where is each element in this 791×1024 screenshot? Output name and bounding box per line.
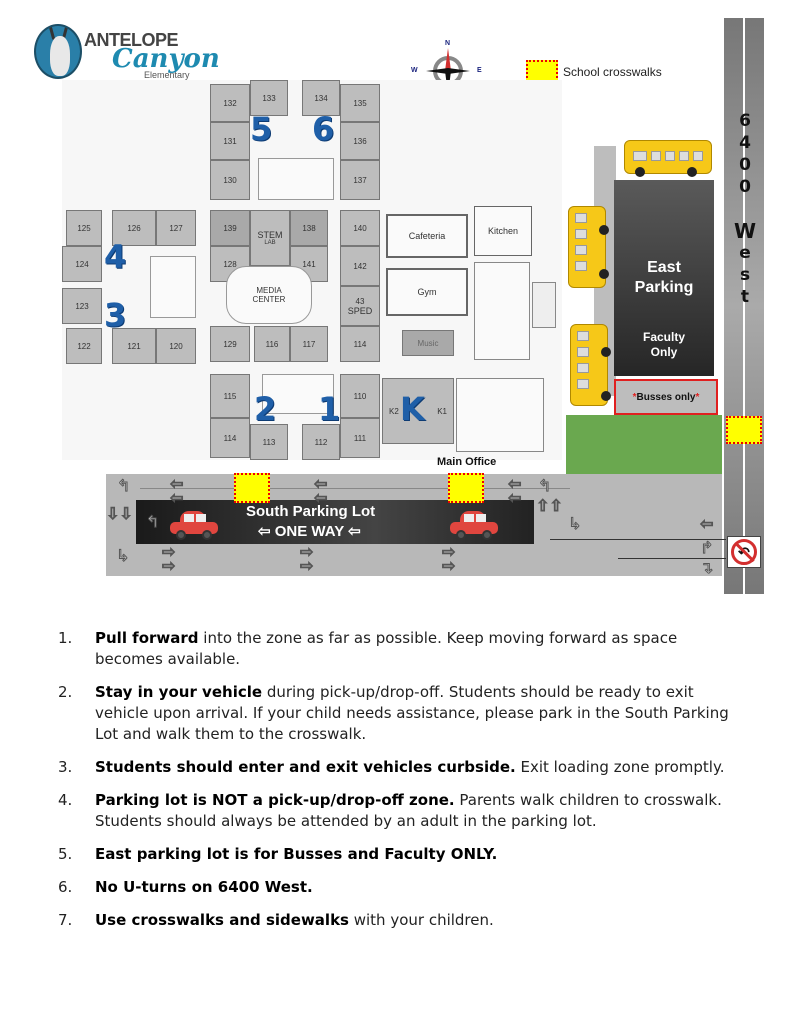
- left-arrow-icon: ⇦: [507, 474, 522, 493]
- east-parking-lot: [614, 180, 714, 376]
- left-arrow-icon: ⇦: [313, 474, 328, 493]
- instruction-item: 1. Pull forward into the zone as far as …: [58, 629, 678, 668]
- grade-2-label: 2: [254, 390, 277, 428]
- school-bus-icon: [624, 140, 712, 177]
- turn-arrow-icon: ↳: [567, 514, 582, 533]
- road-6400-west: [724, 18, 764, 594]
- grade-3-label: 3: [104, 296, 127, 334]
- logo-antelope-text: ANTELOPE: [84, 30, 179, 50]
- crosswalk-legend-label: School crosswalks: [563, 65, 662, 79]
- cafeteria-label: Cafeteria: [408, 231, 446, 241]
- car-icon: [170, 510, 218, 540]
- turn-arrow-icon: ↴: [699, 558, 714, 577]
- crosswalk-south-west: [234, 473, 270, 503]
- down-arrow-icon: ⇩⇩: [106, 504, 134, 523]
- logo-elementary-text: Elementary: [144, 70, 190, 80]
- south-lot-label: South Parking Lot: [246, 503, 376, 520]
- grade-1-label: 1: [318, 390, 341, 428]
- left-arrow-icon: ⇦: [169, 474, 184, 493]
- left-arrow-icon: ⇦: [507, 488, 522, 507]
- kitchen-label: Kitchen: [487, 226, 519, 236]
- instruction-item: 2. Stay in your vehicle during pick-up/d…: [58, 683, 729, 743]
- turn-arrow-icon: ↰: [537, 476, 552, 495]
- sped-label: SPED: [347, 305, 373, 316]
- right-arrow-icon: ⇨: [161, 556, 176, 575]
- right-arrow-icon: ⇨: [441, 542, 456, 561]
- instructions-list: 1. Pull forward into the zone as far as …: [58, 628, 748, 943]
- right-arrow-icon: ⇨: [299, 542, 314, 561]
- turn-arrow-icon: ↳: [115, 546, 130, 565]
- compass-w: W: [411, 67, 418, 74]
- busses-only-zone: *Busses only*: [614, 379, 718, 415]
- music-label: Music: [417, 338, 439, 348]
- turn-arrow-icon: ↱: [699, 538, 714, 557]
- stem-label: STEM: [257, 230, 283, 240]
- crosswalk-6400-west: [726, 416, 762, 444]
- media-center-label: MEDIA: [256, 286, 282, 295]
- logo-antelope-icon: [34, 24, 82, 79]
- no-u-turn-sign-icon: ↶: [727, 536, 761, 568]
- left-arrow-icon: ⇦: [313, 488, 328, 507]
- school-bus-icon: [568, 206, 609, 288]
- grade-5-label: 5: [250, 110, 273, 148]
- instruction-item: 7. Use crosswalks and sidewalks with you…: [58, 911, 494, 929]
- instruction-item: 3. Students should enter and exit vehicl…: [58, 758, 725, 776]
- school-bus-icon: [570, 324, 611, 406]
- main-office-label: Main Office: [437, 456, 497, 468]
- instruction-item: 6. No U-turns on 6400 West.: [58, 878, 313, 896]
- right-arrow-icon: ⇨: [299, 556, 314, 575]
- grade-6-label: 6: [312, 110, 335, 148]
- compass-e: E: [477, 67, 482, 74]
- car-icon: [450, 510, 498, 540]
- road-6400-west-label: 6 4 0 0 W e s t: [733, 111, 757, 307]
- one-way-label: ⇦ ONE WAY ⇦: [258, 523, 361, 540]
- right-arrow-icon: ⇨: [161, 542, 176, 561]
- up-arrow-icon: ⇧⇧: [536, 496, 564, 515]
- instruction-item: 5. East parking lot is for Busses and Fa…: [58, 845, 498, 863]
- grade-k-label: K: [400, 390, 425, 428]
- right-arrow-icon: ⇨: [441, 556, 456, 575]
- turn-arrow-icon: ↰: [145, 512, 160, 531]
- logo-canyon-text: Canyon: [112, 44, 220, 74]
- grade-4-label: 4: [104, 238, 127, 276]
- left-arrow-icon: ⇦: [169, 488, 184, 507]
- turn-arrow-icon: ↰: [116, 476, 131, 495]
- instruction-item: 4. Parking lot is NOT a pick-up/drop-off…: [58, 791, 722, 830]
- crosswalk-main-office: [448, 473, 484, 503]
- compass-n: N: [445, 40, 451, 47]
- gym-label: Gym: [417, 287, 437, 297]
- left-arrow-icon: ⇦: [699, 514, 714, 533]
